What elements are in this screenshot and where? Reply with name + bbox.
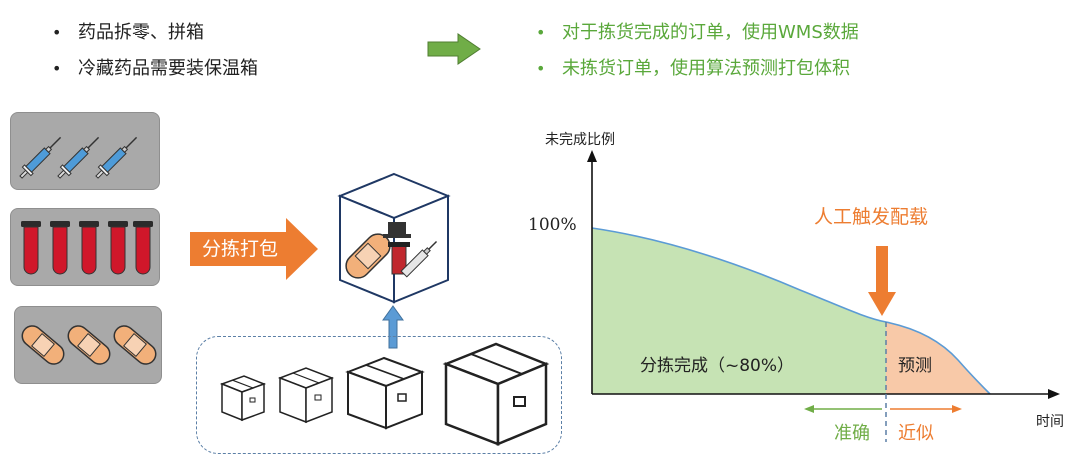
- medium-box-icon: [345, 356, 425, 430]
- orange-arrow-icon: [190, 218, 318, 280]
- x-axis-title: 时间: [1036, 414, 1064, 430]
- up-arrow-icon: [382, 305, 404, 349]
- process-label: 分拣打包: [202, 238, 279, 260]
- test-tube-tile: [10, 208, 160, 286]
- predicted-area-label: 预测: [898, 356, 932, 376]
- completion-chart: [587, 150, 1060, 442]
- right-arrow-icon: [427, 33, 481, 65]
- right-bullet-1: 对于拣货完成的订单，使用WMS数据: [532, 20, 859, 56]
- syringe-tile: [10, 112, 160, 190]
- approx-label: 近似: [898, 423, 934, 444]
- right-bullet-list: 对于拣货完成的订单，使用WMS数据 未拣货订单，使用算法预测打包体积: [532, 20, 859, 92]
- medium-small-box-icon: [277, 367, 335, 424]
- test-tube-icon: [21, 221, 153, 275]
- predicted-area: [886, 322, 990, 394]
- approx-arrow-icon: [952, 405, 962, 413]
- sorted-area: [592, 228, 886, 394]
- process-arrow: 分拣打包: [190, 218, 320, 280]
- trigger-label: 人工触发配载: [814, 206, 929, 228]
- small-box-icon: [219, 375, 267, 422]
- y-tick-100: 100%: [528, 215, 577, 235]
- sorted-area-label: 分拣完成（~80%）: [640, 356, 795, 376]
- y-axis-title: 未完成比例: [545, 132, 615, 148]
- accurate-label: 准确: [834, 423, 870, 444]
- box-sizes-group: [196, 336, 562, 454]
- syringe-icon: [19, 136, 138, 179]
- large-box-icon: [442, 342, 550, 446]
- left-bullet-2: 冷藏药品需要装保温箱: [48, 56, 258, 92]
- left-bullet-list: 药品拆零、拼箱 冷藏药品需要装保温箱: [48, 20, 258, 92]
- bandage-tile: [14, 306, 162, 384]
- right-bullet-2: 未拣货订单，使用算法预测打包体积: [532, 56, 859, 92]
- left-bullet-1: 药品拆零、拼箱: [48, 20, 258, 56]
- trigger-arrow-icon: [868, 246, 896, 316]
- packed-box-icon: [337, 172, 451, 304]
- completion-curve: [591, 227, 991, 395]
- accurate-arrow-icon: [804, 405, 814, 413]
- bandage-icon: [21, 325, 157, 365]
